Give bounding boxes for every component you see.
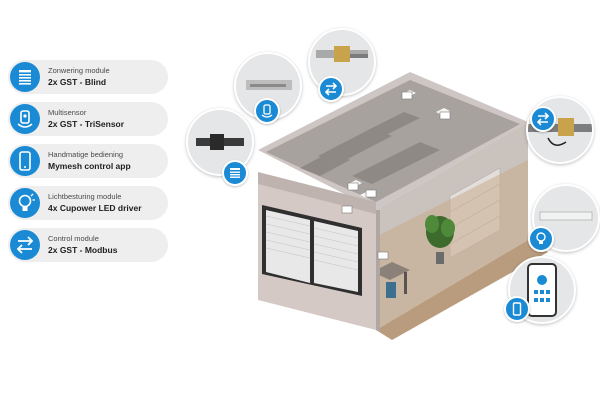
legend-item-manual-control: Handmatige bediening Mymesh control app [8,144,168,178]
legend-title: Lichtbesturing module [48,192,122,201]
legend-subtitle: Mymesh control app [48,161,131,171]
legend-subtitle: 4x Cupower LED driver [48,203,142,213]
smartphone-icon [10,146,40,176]
legend-title: Handmatige bediening [48,150,124,159]
blind-icon [10,62,40,92]
legend-item-control-module: Control module 2x GST - Modbus [8,228,168,262]
arrows-icon [530,106,556,132]
side-wall [376,210,380,332]
smartphone-icon [504,296,530,322]
plant [425,215,455,264]
lightbulb-icon [10,188,40,218]
sensor-icon [254,98,280,124]
lightbulb-icon [528,226,554,252]
legend-item-blind-module: Zonwering module 2x GST - Blind [8,60,168,94]
legend-item-multisensor: Multisensor 2x GST - TriSensor [8,102,168,136]
legend-title: Zonwering module [48,66,110,75]
ceiling-surface [266,80,520,202]
legend-title: Multisensor [48,108,87,117]
legend-subtitle: 2x GST - Blind [48,77,107,87]
arrows-icon [318,76,344,102]
window-blind-slats [265,215,359,271]
window-glass-left [266,210,310,283]
device-markers [341,91,451,260]
module-legend: Zonwering module 2x GST - Blind Multisen… [8,60,168,270]
callout-blind-module [186,108,254,176]
interior-floor [370,160,528,330]
legend-subtitle: 2x GST - TriSensor [48,119,125,129]
facade-top-edge [258,172,376,214]
sensor-icon [10,104,40,134]
window-glass-right [314,221,358,292]
arrows-icon [10,230,40,260]
ceiling-ducts [300,112,440,184]
legend-subtitle: 2x GST - Modbus [48,245,118,255]
floor [376,240,548,340]
legend-title: Control module [48,234,99,243]
blind-icon [222,160,248,186]
legend-item-light-control: Lichtbesturing module 4x Cupower LED dri… [8,186,168,220]
